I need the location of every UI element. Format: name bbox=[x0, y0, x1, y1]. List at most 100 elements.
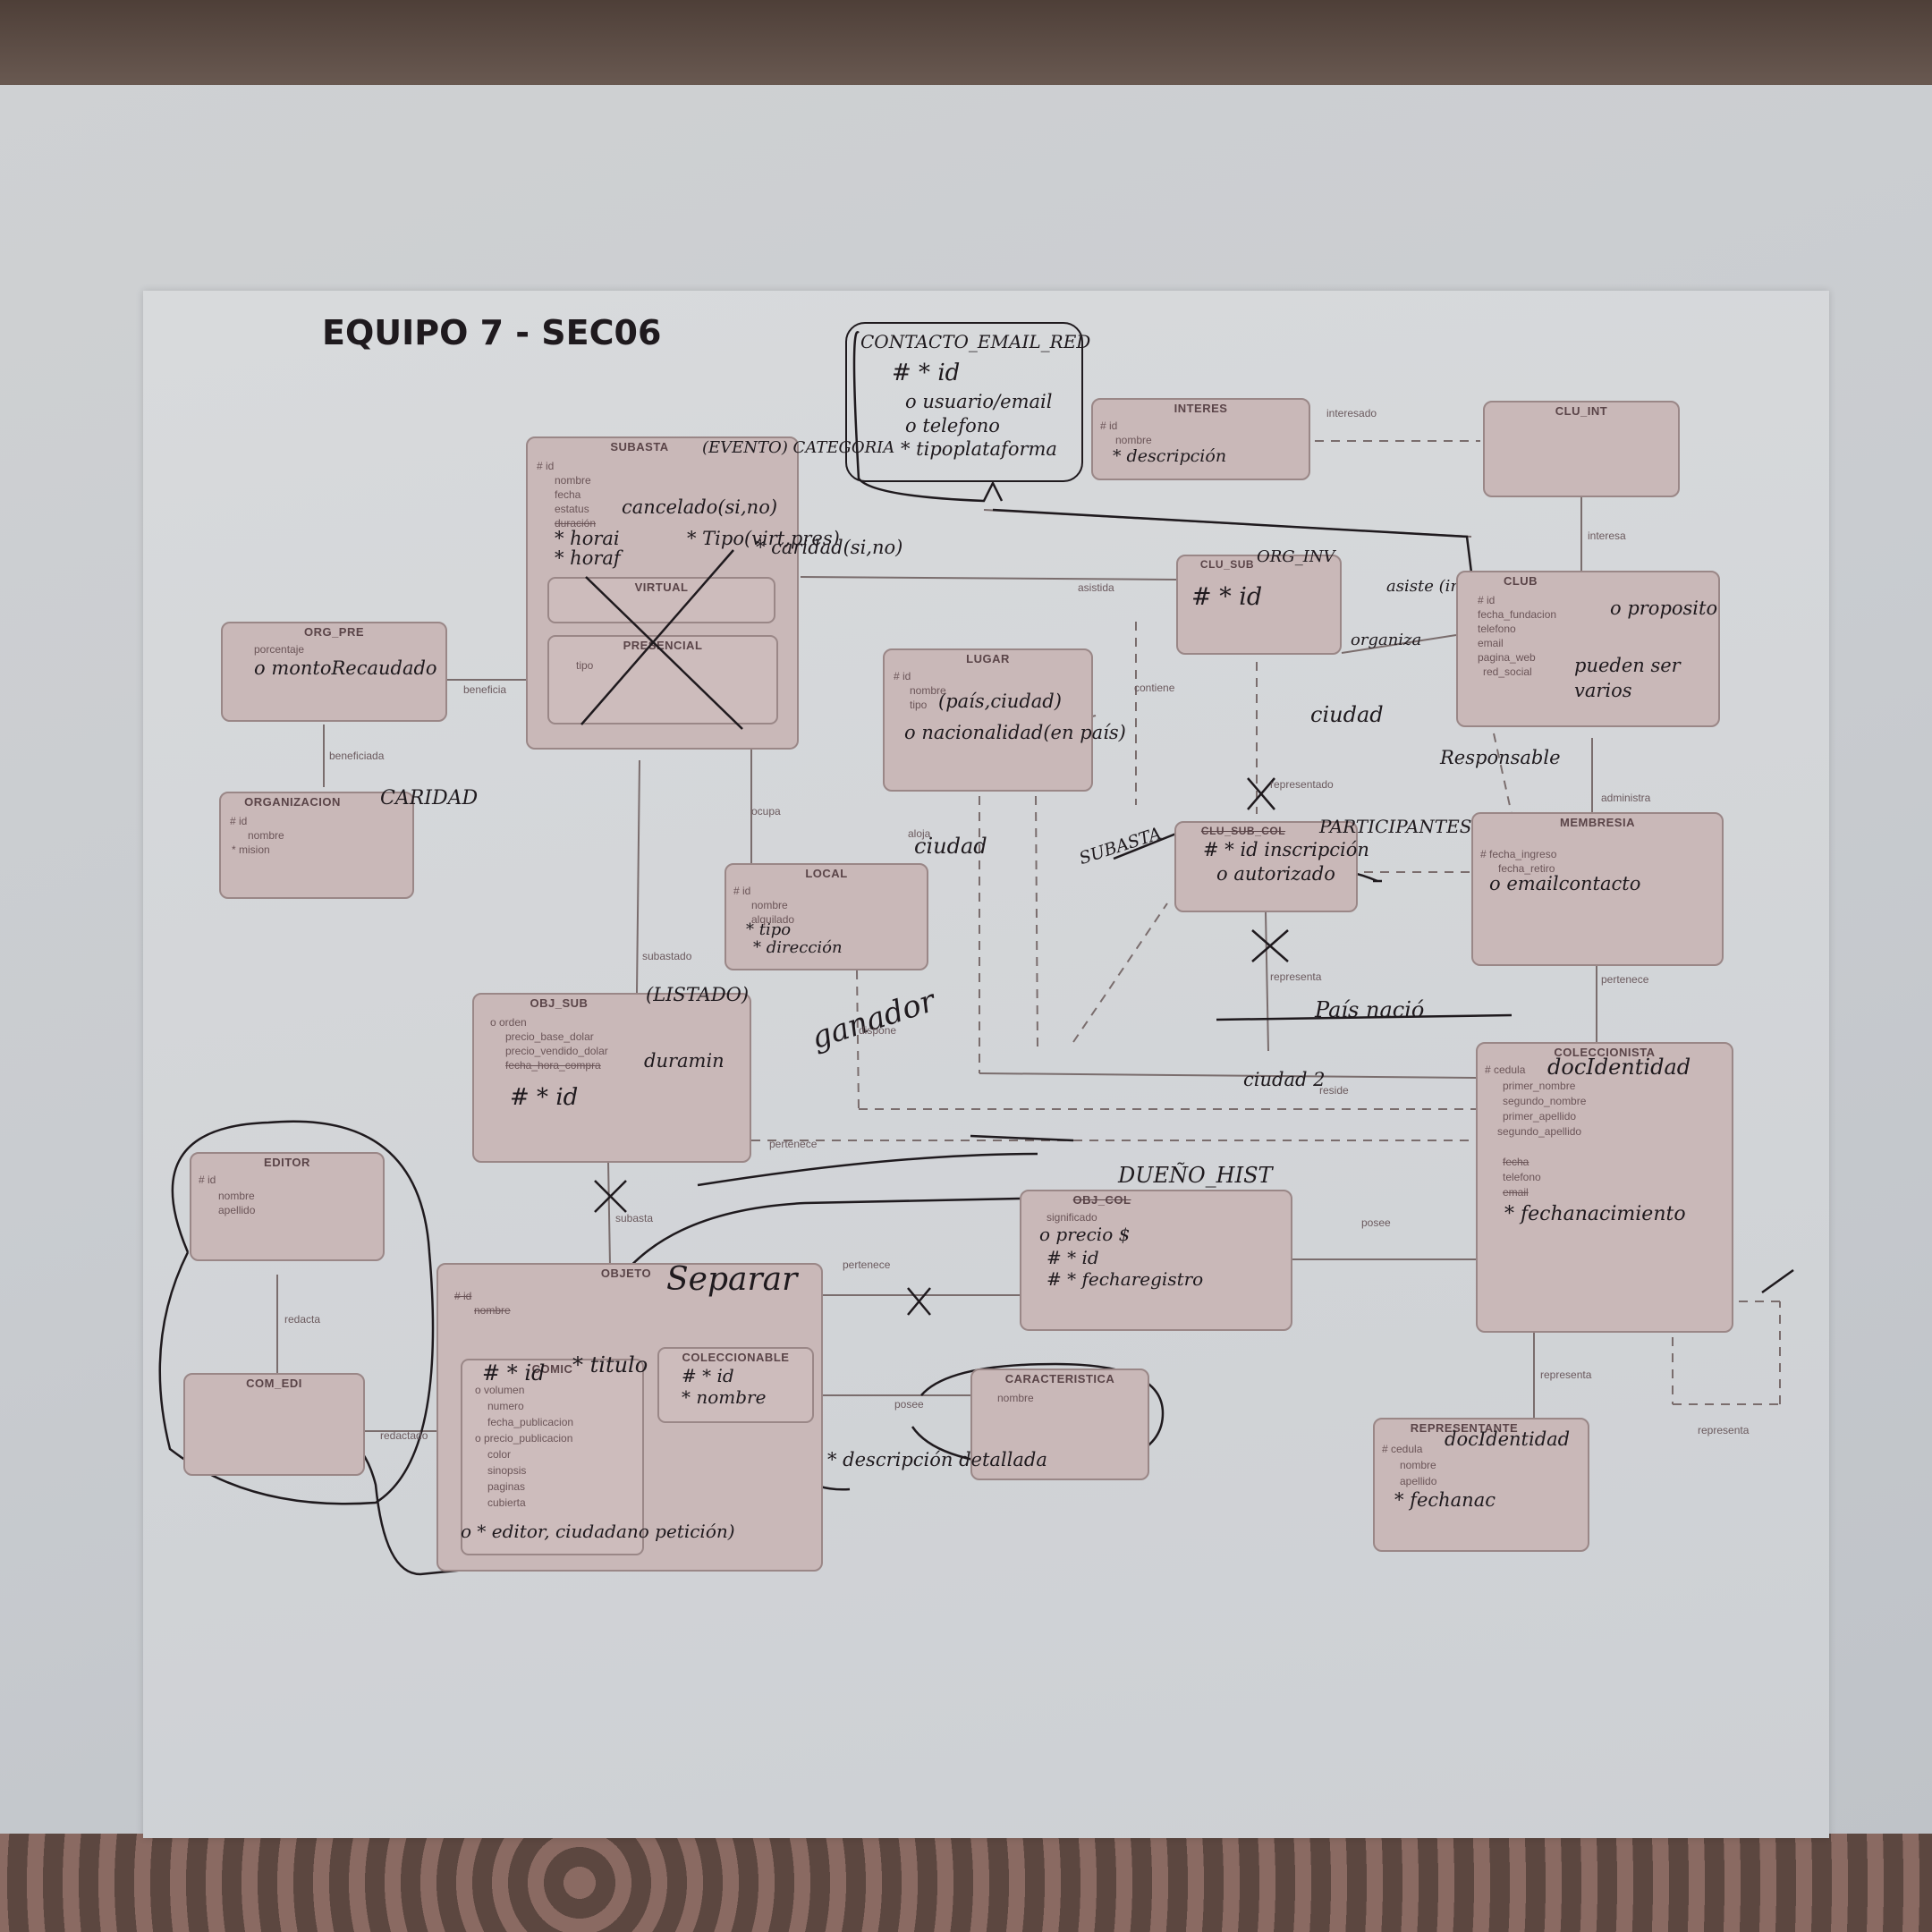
entity-membresia: MEMBRESIA # fecha_ingreso fecha_retiro o… bbox=[1471, 812, 1724, 966]
entity-club-attr-5: pagina_web bbox=[1478, 651, 1536, 664]
rel-organiza: organiza bbox=[1351, 631, 1422, 649]
entity-org-pre-attr-1: porcentaje bbox=[254, 643, 305, 656]
entity-club-attr-2: fecha_fundacion bbox=[1478, 608, 1557, 621]
entity-editor-attr-3: apellido bbox=[218, 1204, 256, 1216]
entity-caracteristica: CARACTERISTICA nombre bbox=[970, 1368, 1149, 1480]
coleccionista-note-1: docIdentidad bbox=[1547, 1055, 1691, 1080]
entity-interes-attr-2: nombre bbox=[1115, 434, 1152, 446]
entity-contacto-attr-4: * tipoplataforma bbox=[901, 438, 1057, 460]
entity-coleccionista-attr-2: primer_nombre bbox=[1503, 1080, 1576, 1092]
entity-subasta-attr-4: estatus bbox=[555, 503, 589, 515]
obj-sub-note-2: # * id bbox=[510, 1084, 579, 1111]
subtype-presencial-attr-1: tipo bbox=[576, 659, 594, 672]
rel-redacta: redacta bbox=[284, 1313, 321, 1326]
entity-organizacion-title: ORGANIZACION bbox=[244, 795, 341, 809]
entity-local-attr-2: nombre bbox=[751, 899, 788, 911]
entity-subasta-note: (EVENTO) CATEGORIA bbox=[702, 438, 895, 457]
entity-club-attr-3: telefono bbox=[1478, 623, 1516, 635]
entity-obj-sub: OBJ_SUB o orden precio_base_dolar precio… bbox=[472, 993, 751, 1163]
entity-membresia-title: MEMBRESIA bbox=[1560, 816, 1635, 829]
subtype-coleccionable-attr-2: * nombre bbox=[682, 1386, 767, 1408]
entity-clu-sub-attr-1: # * id bbox=[1191, 583, 1263, 611]
entity-com-edi-title: COM_EDI bbox=[246, 1377, 302, 1390]
entity-club-attr-1: # id bbox=[1478, 594, 1496, 606]
entity-clu-sub-col-note: PARTICIPANTES bbox=[1319, 816, 1472, 837]
entity-interes-attr-1: # id bbox=[1100, 419, 1118, 432]
lugar-note-2: o nacionalidad(en país) bbox=[904, 722, 1126, 743]
entity-membresia-attr-2: fecha_retiro bbox=[1498, 862, 1555, 875]
diagram-title: EQUIPO 7 - SEC06 bbox=[322, 313, 662, 352]
rel-pertenece-o: pertenece bbox=[769, 1138, 818, 1150]
entity-editor-attr-2: nombre bbox=[218, 1190, 255, 1202]
entity-local-attr-4: * tipo bbox=[746, 920, 792, 939]
subtype-comic-title: COMIC bbox=[531, 1362, 573, 1376]
entity-contacto-attr-3: o telefono bbox=[905, 415, 1000, 436]
entity-lugar-attr-2: nombre bbox=[910, 684, 946, 697]
rel-reside: reside bbox=[1319, 1084, 1349, 1097]
subtype-virtual: VIRTUAL bbox=[547, 577, 775, 623]
entity-subasta-attr-2: nombre bbox=[555, 474, 591, 487]
rel-posee: posee bbox=[1361, 1216, 1391, 1229]
rel-dispone: dispone bbox=[859, 1024, 897, 1037]
subtype-coleccionable-attr-1: # * id bbox=[682, 1365, 734, 1386]
entity-contacto-attr-1: # * id bbox=[892, 360, 961, 386]
rel-aloja: aloja bbox=[908, 827, 931, 840]
rel-asistida: asistida bbox=[1078, 581, 1114, 594]
rel-pertenece-m: pertenece bbox=[1601, 973, 1649, 986]
subtype-comic-attr-3: numero bbox=[487, 1400, 524, 1412]
entity-subasta-attr-1: # id bbox=[537, 460, 555, 472]
entity-obj-col: OBJ_COL significado o precio $ # * id # … bbox=[1020, 1190, 1292, 1331]
entity-club-title: CLUB bbox=[1503, 574, 1538, 588]
subtype-comic-attr-5: o precio_publicacion bbox=[475, 1432, 573, 1445]
entity-org-pre-title: ORG_PRE bbox=[303, 625, 365, 639]
rel-interesado: interesado bbox=[1326, 407, 1377, 419]
entity-obj-col-note: DUEÑO_HIST bbox=[1118, 1163, 1273, 1188]
entity-local-title: LOCAL bbox=[805, 867, 848, 880]
entity-local-attr-1: # id bbox=[733, 885, 751, 897]
rel-posee-c: posee bbox=[894, 1398, 924, 1411]
entity-clu-sub-col-attr-1: # * id inscripción bbox=[1203, 839, 1369, 860]
entity-clu-int: CLU_INT bbox=[1483, 401, 1680, 497]
rel-pais-nacio: País nació bbox=[1315, 997, 1425, 1022]
subtype-presencial: PRESENCIAL tipo bbox=[547, 635, 778, 724]
entity-representante-attr-2: nombre bbox=[1400, 1459, 1436, 1471]
obj-sub-note-1: duramin bbox=[644, 1050, 724, 1072]
subtype-comic: COMIC # * id o volumen numero fecha_publ… bbox=[461, 1359, 644, 1555]
entity-subasta: SUBASTA # id nombre fecha estatus duraci… bbox=[526, 436, 799, 750]
entity-coleccionista: COLECCIONISTA # cedula primer_nombre seg… bbox=[1476, 1042, 1733, 1333]
entity-coleccionista-attr-5: segundo_apellido bbox=[1497, 1125, 1582, 1138]
entity-lugar-attr-1: # id bbox=[894, 670, 911, 682]
entity-clu-sub: CLU_SUB # * id bbox=[1176, 555, 1342, 655]
entity-club-attr-4: email bbox=[1478, 637, 1504, 649]
background-cloth bbox=[0, 1834, 1932, 1932]
subtype-comic-attr-7: sinopsis bbox=[487, 1464, 527, 1477]
subtype-virtual-title: VIRTUAL bbox=[634, 580, 689, 594]
subtype-comic-attr-2: o volumen bbox=[475, 1384, 525, 1396]
subtype-presencial-title: PRESENCIAL bbox=[623, 639, 703, 652]
subasta-note-4: * Tipo(virt,pres) bbox=[687, 528, 840, 549]
entity-contacto-attr-2: o usuario/email bbox=[905, 391, 1053, 412]
entity-local: LOCAL # id nombre alquilado * tipo * dir… bbox=[724, 863, 928, 970]
entity-obj-col-attr-4: # * fecharegistro bbox=[1046, 1268, 1204, 1290]
entity-obj-sub-attr-1: o orden bbox=[490, 1016, 527, 1029]
subtype-coleccionable: COLECCIONABLE # * id * nombre bbox=[657, 1347, 814, 1423]
subasta-note-3: * horaf bbox=[555, 547, 621, 569]
entity-subasta-attr-3: fecha bbox=[555, 488, 581, 501]
coleccionista-note-2: * fechanacimiento bbox=[1504, 1203, 1686, 1225]
entity-subasta-title: SUBASTA bbox=[610, 440, 669, 453]
subtype-comic-attr-6: color bbox=[487, 1448, 512, 1461]
entity-clu-sub-col: CLU_SUB_COL # * id inscripción o autoriz… bbox=[1174, 821, 1369, 912]
rel-redactado: redactado bbox=[380, 1429, 428, 1442]
entity-obj-col-attr-3: # * id bbox=[1046, 1247, 1099, 1268]
entity-obj-col-title: OBJ_COL bbox=[1072, 1193, 1131, 1207]
rel-ciudad: ciudad bbox=[1310, 702, 1384, 727]
rel-representa: representa bbox=[1270, 970, 1322, 983]
subtype-coleccionable-title: COLECCIONABLE bbox=[682, 1351, 790, 1364]
entity-clu-sub-title: CLU_SUB bbox=[1199, 558, 1255, 571]
subtype-comic-attr-4: fecha_publicacion bbox=[487, 1416, 574, 1428]
entity-editor-title: EDITOR bbox=[264, 1156, 310, 1169]
rel-subasta: subasta bbox=[615, 1212, 654, 1224]
subtype-comic-attr-9: cubierta bbox=[487, 1496, 526, 1509]
entity-interes-title: INTERES bbox=[1174, 402, 1228, 415]
